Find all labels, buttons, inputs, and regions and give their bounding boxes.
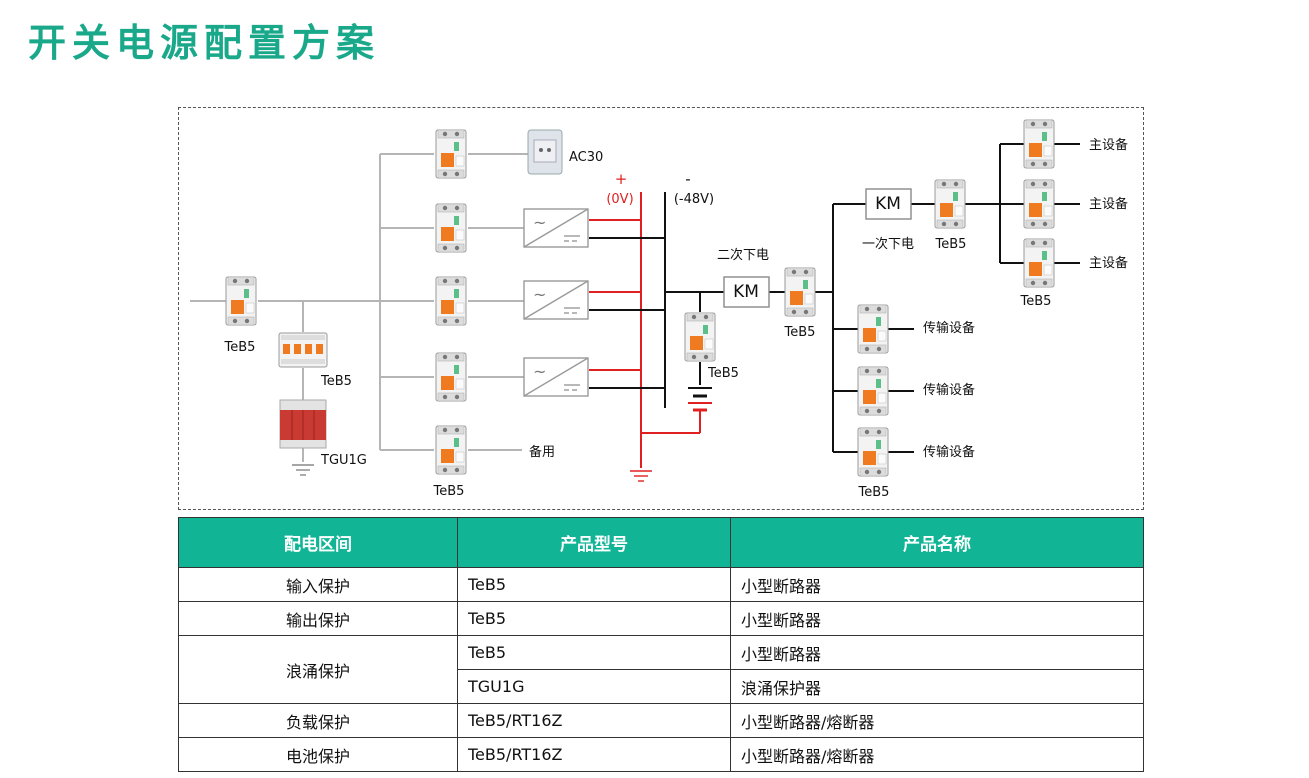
svg-text:KM: KM: [733, 282, 759, 302]
label-main-equipment: 主设备: [1089, 137, 1128, 153]
transmission-breaker-icon: [857, 366, 889, 416]
label-teb5-output: TeB5: [433, 484, 465, 499]
positive-bus: [589, 192, 701, 468]
cell-model: TeB5/RT16Z: [457, 737, 731, 772]
main-equipment-breaker-icon: [1023, 238, 1055, 288]
table-row: 负载保护 TeB5/RT16Z 小型断路器/熔断器: [178, 703, 1144, 738]
surge-protector-icon: [279, 399, 327, 449]
header-name: 产品名称: [730, 517, 1144, 568]
label-main-equipment: 主设备: [1089, 255, 1128, 271]
label-transmission-equipment: 传输设备: [923, 382, 975, 398]
cell-model: TGU1G: [457, 669, 731, 704]
cell-model: TeB5: [457, 635, 731, 670]
label-primary-power-down: 一次下电: [862, 236, 914, 252]
output-breaker-icon: [435, 352, 467, 402]
label-spare: 备用: [529, 444, 555, 460]
header-model: 产品型号: [457, 517, 731, 568]
cell-model: TeB5/RT16Z: [457, 703, 731, 738]
wiring-diagram-frame: [178, 107, 1144, 510]
label-teb5-battery: TeB5: [707, 366, 739, 381]
battery-breaker-icon: [684, 312, 716, 362]
label-teb5-input: TeB5: [224, 340, 256, 355]
surge-breaker-icon: [278, 332, 328, 368]
contactor-km-primary: KM: [865, 188, 912, 220]
input-wiring: [190, 153, 528, 462]
cell-zone: 浪涌保护: [178, 635, 458, 704]
cell-name: 小型断路器: [730, 567, 1144, 602]
cell-zone: 电池保护: [178, 737, 458, 772]
output-breaker-icon: [435, 276, 467, 326]
label-main-equipment: 主设备: [1089, 196, 1128, 212]
label-plus-voltage: (0V): [606, 192, 633, 207]
cell-name: 小型断路器/熔断器: [730, 703, 1144, 738]
label-secondary-power-down: 二次下电: [717, 247, 769, 263]
cell-model: TeB5: [457, 567, 731, 602]
output-breaker-icon: [435, 425, 467, 475]
primary-breaker-icon: [934, 179, 966, 229]
power-converter-icon: [523, 357, 589, 397]
cell-zone: 输入保护: [178, 567, 458, 602]
label-minus-voltage: (-48V): [674, 192, 714, 207]
label-teb5-secondary: TeB5: [784, 325, 816, 340]
table-row: TGU1G 浪涌保护器: [179, 669, 1144, 704]
main-equipment-breaker-icon: [1023, 119, 1055, 169]
power-converter-icon: [523, 208, 589, 248]
ground-icon: [629, 470, 653, 482]
main-equipment-breaker-icon: [1023, 179, 1055, 229]
header-zone: 配电区间: [178, 517, 458, 568]
label-tgu1g: TGU1G: [320, 453, 367, 468]
contactor-km-secondary: KM: [723, 276, 770, 308]
label-ac30: AC30: [569, 150, 603, 165]
cell-name: 小型断路器: [730, 601, 1144, 636]
table-row: 输入保护 TeB5 小型断路器: [178, 567, 1144, 602]
label-transmission-equipment: 传输设备: [923, 320, 975, 336]
table-row: 输出保护 TeB5 小型断路器: [178, 601, 1144, 636]
label-teb5-main: TeB5: [1020, 294, 1052, 309]
secondary-breaker-icon: [784, 267, 816, 317]
negative-bus: [589, 143, 1080, 453]
product-table: 配电区间 产品型号 产品名称 输入保护 TeB5 小型断路器 输出保护 TeB5…: [178, 517, 1144, 772]
cell-model: TeB5: [457, 601, 731, 636]
cell-name: 小型断路器: [730, 635, 1144, 670]
label-transmission-equipment: 传输设备: [923, 444, 975, 460]
output-breaker-icon: [435, 129, 467, 179]
cell-zone: 负载保护: [178, 703, 458, 738]
table-row: 电池保护 TeB5/RT16Z 小型断路器/熔断器: [178, 737, 1144, 772]
transmission-breaker-icon: [857, 427, 889, 477]
label-teb5-primary: TeB5: [935, 237, 967, 252]
input-breaker-icon: [225, 276, 257, 326]
power-converter-icon: [523, 280, 589, 320]
transmission-breaker-icon: [857, 304, 889, 354]
cell-name: 小型断路器/熔断器: [730, 737, 1144, 772]
ground-icon: [291, 464, 315, 476]
battery-icon: [688, 387, 712, 412]
label-plus: +: [615, 170, 628, 188]
output-breaker-icon: [435, 203, 467, 253]
svg-text:KM: KM: [875, 194, 901, 214]
label-teb5-transmission: TeB5: [858, 485, 890, 500]
label-teb5-surge: TeB5: [320, 374, 352, 389]
table-row: 浪涌保护 TeB5 小型断路器: [178, 635, 1144, 704]
cell-name: 浪涌保护器: [730, 669, 1144, 704]
cell-zone: 输出保护: [178, 601, 458, 636]
socket-icon: [527, 129, 563, 175]
page-title: 开关电源配置方案: [28, 21, 381, 65]
label-minus: -: [685, 170, 690, 188]
table-header-row: 配电区间 产品型号 产品名称: [178, 517, 1144, 568]
